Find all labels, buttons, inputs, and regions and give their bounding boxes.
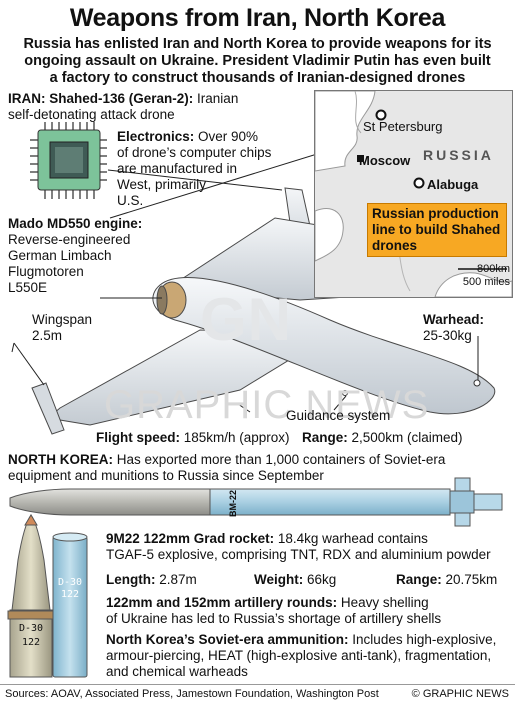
engine-callout: Mado MD550 engine: Reverse-engineered Ge…: [8, 216, 143, 295]
drone-propeller: [156, 285, 168, 315]
st-petersburg-marker: [375, 109, 387, 121]
artillery-shell: [7, 514, 55, 678]
warhead-marker: [473, 379, 481, 387]
subtitle: Russia has enlisted Iran and North Korea…: [0, 36, 515, 87]
footer: Sources: AOAV, Associated Press, Jamesto…: [0, 684, 515, 703]
warhead-callout: Warhead: 25-30kg: [423, 312, 485, 343]
guidance-label: Guidance system: [286, 408, 391, 423]
artillery-callout: 122mm and 152mm artillery rounds: Heavy …: [106, 595, 442, 626]
electronics-callout: Electronics: Over 90% of drone’s compute…: [117, 129, 272, 208]
subtitle-line-1: Russia has enlisted Iran and North Korea…: [23, 36, 492, 52]
sources: Sources: AOAV, Associated Press, Jamesto…: [5, 688, 379, 700]
chip-illustration: [30, 122, 107, 199]
drone-fuselage: [152, 277, 496, 415]
shell-marking: D-30 122: [18, 623, 44, 648]
subtitle-line-3: a factory to construct thousands of Iran…: [49, 70, 466, 86]
guidance-marker: [342, 390, 348, 396]
rocket-range: Range: 20.75km: [396, 572, 498, 587]
case-marking: D-30 122: [57, 577, 83, 600]
grad-rocket-callout: 9M22 122mm Grad rocket: 18.4kg warhead c…: [106, 531, 491, 562]
rocket-length: Length: 2.87m: [106, 572, 197, 587]
iran-desc: self-detonating attack drone: [8, 107, 175, 122]
drone-range: Range: 2,500km (claimed): [302, 430, 463, 445]
tail-fin-bottom: [31, 382, 65, 435]
rocket-weight: Weight: 66kg: [254, 572, 337, 587]
watermark-text: GRAPHIC NEWS: [104, 383, 430, 427]
watermark-logo: GN: [200, 286, 292, 353]
st-petersburg-label: St Petersburg: [363, 119, 443, 134]
alabuga-label: Alabuga: [427, 177, 479, 192]
iran-heading: IRAN: Shahed-136 (Geran-2): Iranian self…: [8, 91, 239, 122]
russia-map: St Petersburg Moscow RUSSIA Alabuga: [314, 90, 513, 298]
production-line-callout: Russian production line to build Shahed …: [367, 203, 507, 257]
north-korea-heading: NORTH KOREA: Has exported more than 1,00…: [8, 452, 446, 483]
moscow-marker: [357, 155, 364, 162]
credit: © GRAPHIC NEWS: [411, 688, 509, 700]
subtitle-line-2: ongoing assault on Ukraine. President Vl…: [24, 53, 491, 69]
map-shapes: [315, 91, 512, 297]
moscow-label: Moscow: [359, 153, 411, 168]
page-title: Weapons from Iran, North Korea: [69, 4, 446, 32]
alabuga-marker: [413, 177, 425, 189]
iran-label: IRAN: Shahed-136 (Geran-2):: [8, 91, 194, 106]
flight-speed: Flight speed: 185km/h (approx): [96, 430, 290, 445]
ammunition-callout: North Korea’s Soviet-era ammunition: Inc…: [106, 632, 497, 679]
shell-case: [52, 532, 88, 678]
map-scale: 800km 500 miles: [462, 263, 510, 288]
russia-label: RUSSIA: [423, 147, 494, 163]
rocket-marking-label: BM-22: [228, 490, 238, 518]
grad-rocket: [9, 477, 503, 527]
wingspan-callout: Wingspan 2.5m: [32, 312, 93, 343]
